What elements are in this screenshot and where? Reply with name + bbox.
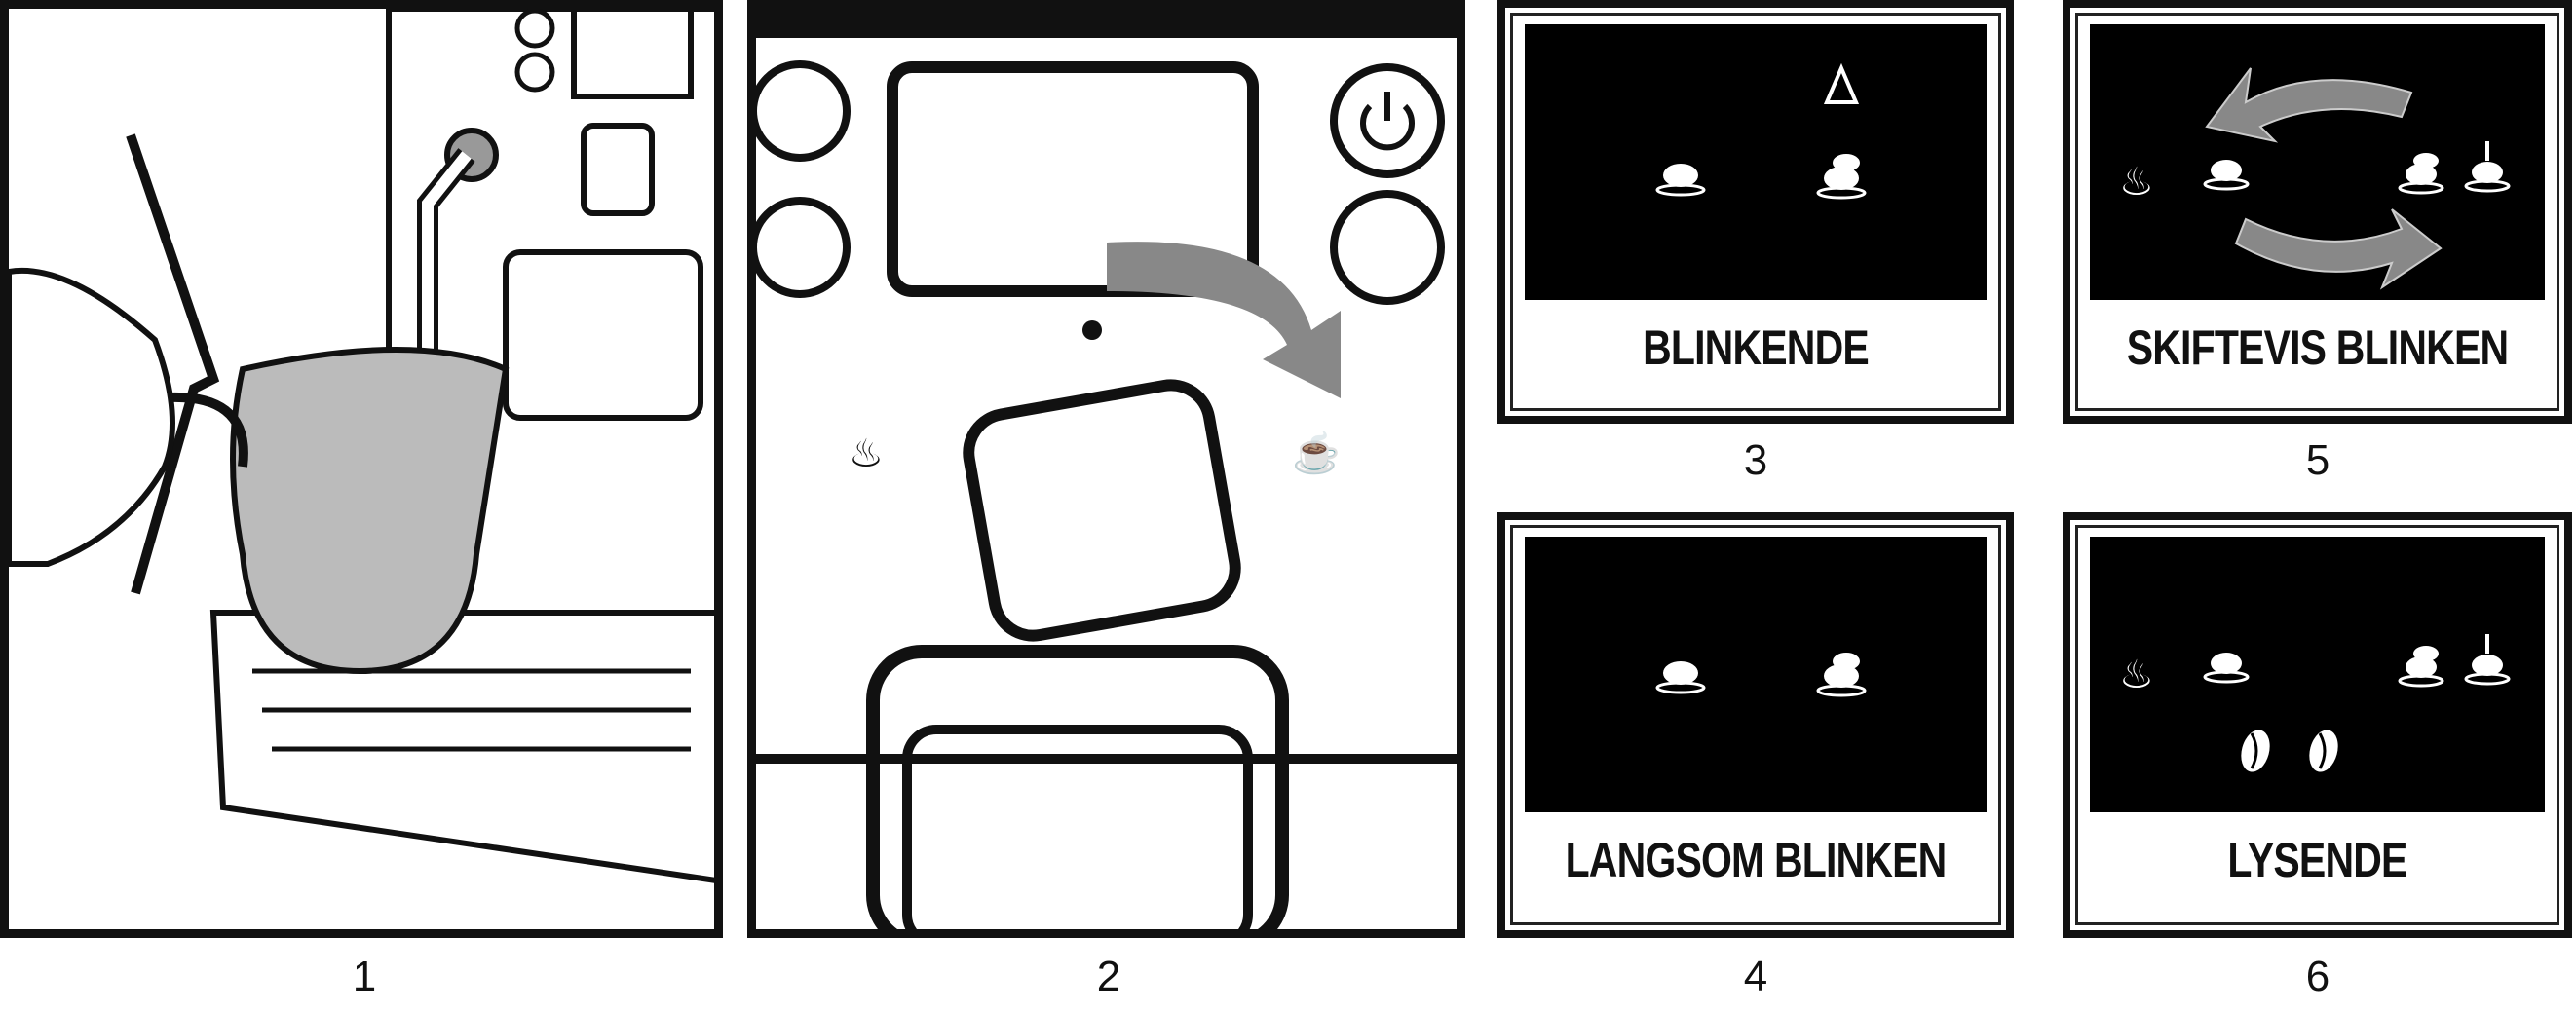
panel-4-slow-blinking: LANGSOM BLINKEN	[1497, 512, 2014, 938]
coffee-bean-icon	[2309, 730, 2338, 772]
steam-icon: ♨	[2119, 654, 2154, 696]
panel-caption: SKIFTEVIS BLINKEN	[2126, 320, 2509, 375]
hot-water-icon: ☕	[1292, 430, 1341, 475]
single-cup-icon	[1655, 661, 1706, 694]
double-cup-button	[756, 197, 851, 298]
panel-number: 2	[1096, 953, 1121, 1000]
panel-6-steady-light: ♨ LYSENDE	[2063, 512, 2572, 938]
display-screen: ♨	[2090, 537, 2545, 812]
double-cup-icon	[2398, 646, 2444, 688]
panel-number: 1	[352, 953, 377, 1000]
double-cup-icon	[1816, 653, 1867, 697]
panel-number: 3	[1743, 436, 1768, 484]
control-panel-illustration: ♨ ☕	[756, 9, 1457, 929]
rotate-arrow	[1107, 242, 1341, 398]
brew-unit	[503, 249, 703, 421]
power-icon	[1360, 92, 1415, 151]
panel-caption: BLINKENDE	[1643, 320, 1870, 375]
drip-tray	[209, 610, 714, 883]
single-cup-button	[756, 60, 851, 162]
hand	[9, 267, 175, 567]
panel-1-frothing-milk	[0, 0, 723, 938]
display-window	[887, 61, 1259, 297]
warning-icon	[1823, 62, 1860, 104]
single-cup-icon	[1655, 164, 1706, 197]
panel-2-control-panel: ♨ ☕	[747, 0, 1465, 938]
display-screen: ♨	[2090, 24, 2545, 300]
panel-number: 6	[2305, 953, 2330, 1000]
panel-caption: LANGSOM BLINKEN	[1565, 833, 1948, 887]
aroma-button	[1330, 190, 1445, 305]
rotate-left-arrow	[2205, 67, 2413, 143]
single-cup-icon	[2203, 653, 2250, 684]
hot-water-icon	[2464, 141, 2511, 193]
steam-icon: ♨	[849, 432, 884, 475]
steam-icon: ♨	[2119, 161, 2154, 204]
double-cup-icon	[2398, 153, 2444, 195]
double-cup-icon	[1816, 154, 1867, 200]
thermometer	[126, 133, 220, 595]
milk-jug	[230, 347, 510, 675]
panel-5-alternate-blinking: ♨ SKIFTEVIS BLINKEN	[2063, 0, 2572, 424]
coffee-bean-icon	[2241, 730, 2270, 772]
panel-caption: LYSENDE	[2227, 833, 2407, 887]
panel-3-blinking: BLINKENDE	[1497, 0, 2014, 424]
hot-water-icon	[2464, 634, 2511, 686]
selector-knob	[963, 379, 1241, 642]
panel-number: 4	[1743, 953, 1768, 1000]
milk-frothing-illustration	[9, 9, 714, 883]
rotate-right-arrow	[2234, 208, 2443, 290]
display-screen	[1525, 537, 1987, 812]
single-cup-icon	[2203, 160, 2250, 191]
display-screen	[1525, 24, 1987, 300]
panel-number: 5	[2305, 436, 2330, 484]
